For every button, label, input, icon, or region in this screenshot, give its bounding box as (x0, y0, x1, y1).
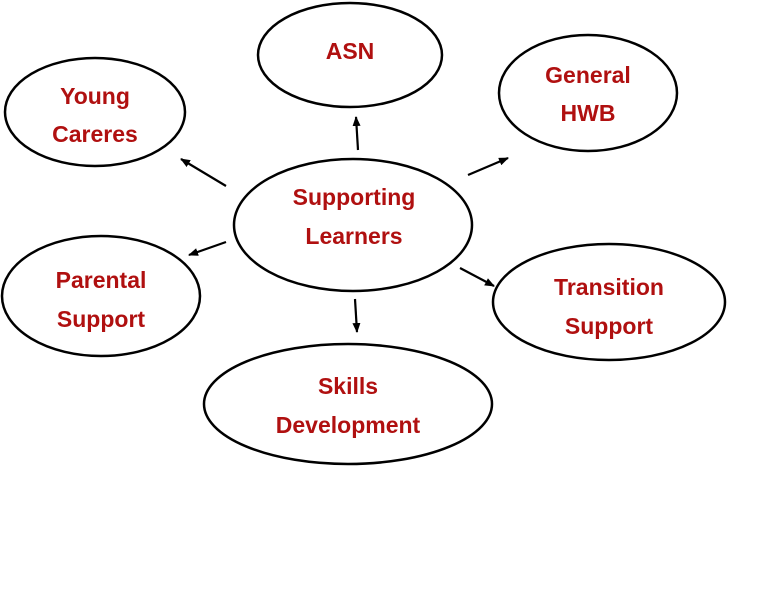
node-skills-development: Skills Development (202, 342, 494, 466)
node-label-line1: Supporting (293, 184, 416, 210)
node-label-line2: HWB (561, 100, 616, 126)
node-label-line1: General (545, 62, 631, 88)
arrow-to-general-hwb (467, 156, 509, 177)
arrow-to-transition-support (459, 267, 495, 287)
node-ellipse (491, 242, 727, 362)
node-ellipse (202, 342, 494, 466)
connector-arrows (180, 116, 509, 333)
node-ellipse (256, 1, 444, 109)
node-ellipse (232, 157, 474, 293)
arrow-to-skills-development (352, 298, 361, 333)
arrow-to-parental-support (188, 240, 227, 257)
node-label-line2: Development (276, 412, 421, 438)
node-label-line1: Parental (56, 267, 147, 293)
node-young-careres: Young Careres (3, 56, 187, 168)
node-ellipse (3, 56, 187, 168)
node-label-line2: Careres (52, 121, 138, 147)
node-label-line2: Support (565, 313, 653, 339)
node-parental-support: Parental Support (0, 234, 202, 358)
node-supporting-learners: Supporting Learners (232, 157, 474, 293)
node-ellipse (0, 234, 202, 358)
node-ellipse (497, 33, 679, 153)
node-general-hwb: General HWB (497, 33, 679, 153)
node-transition-support: Transition Support (491, 242, 727, 362)
node-label-line2: Support (57, 306, 145, 332)
node-label-line1: Young (60, 83, 130, 109)
node-label-line1: ASN (326, 38, 375, 64)
arrow-to-asn (352, 116, 361, 151)
node-asn: ASN (256, 1, 444, 109)
node-label-line1: Transition (554, 274, 664, 300)
node-label-line1: Skills (318, 373, 378, 399)
arrow-to-young-careres (180, 158, 227, 187)
node-label-line2: Learners (305, 223, 402, 249)
